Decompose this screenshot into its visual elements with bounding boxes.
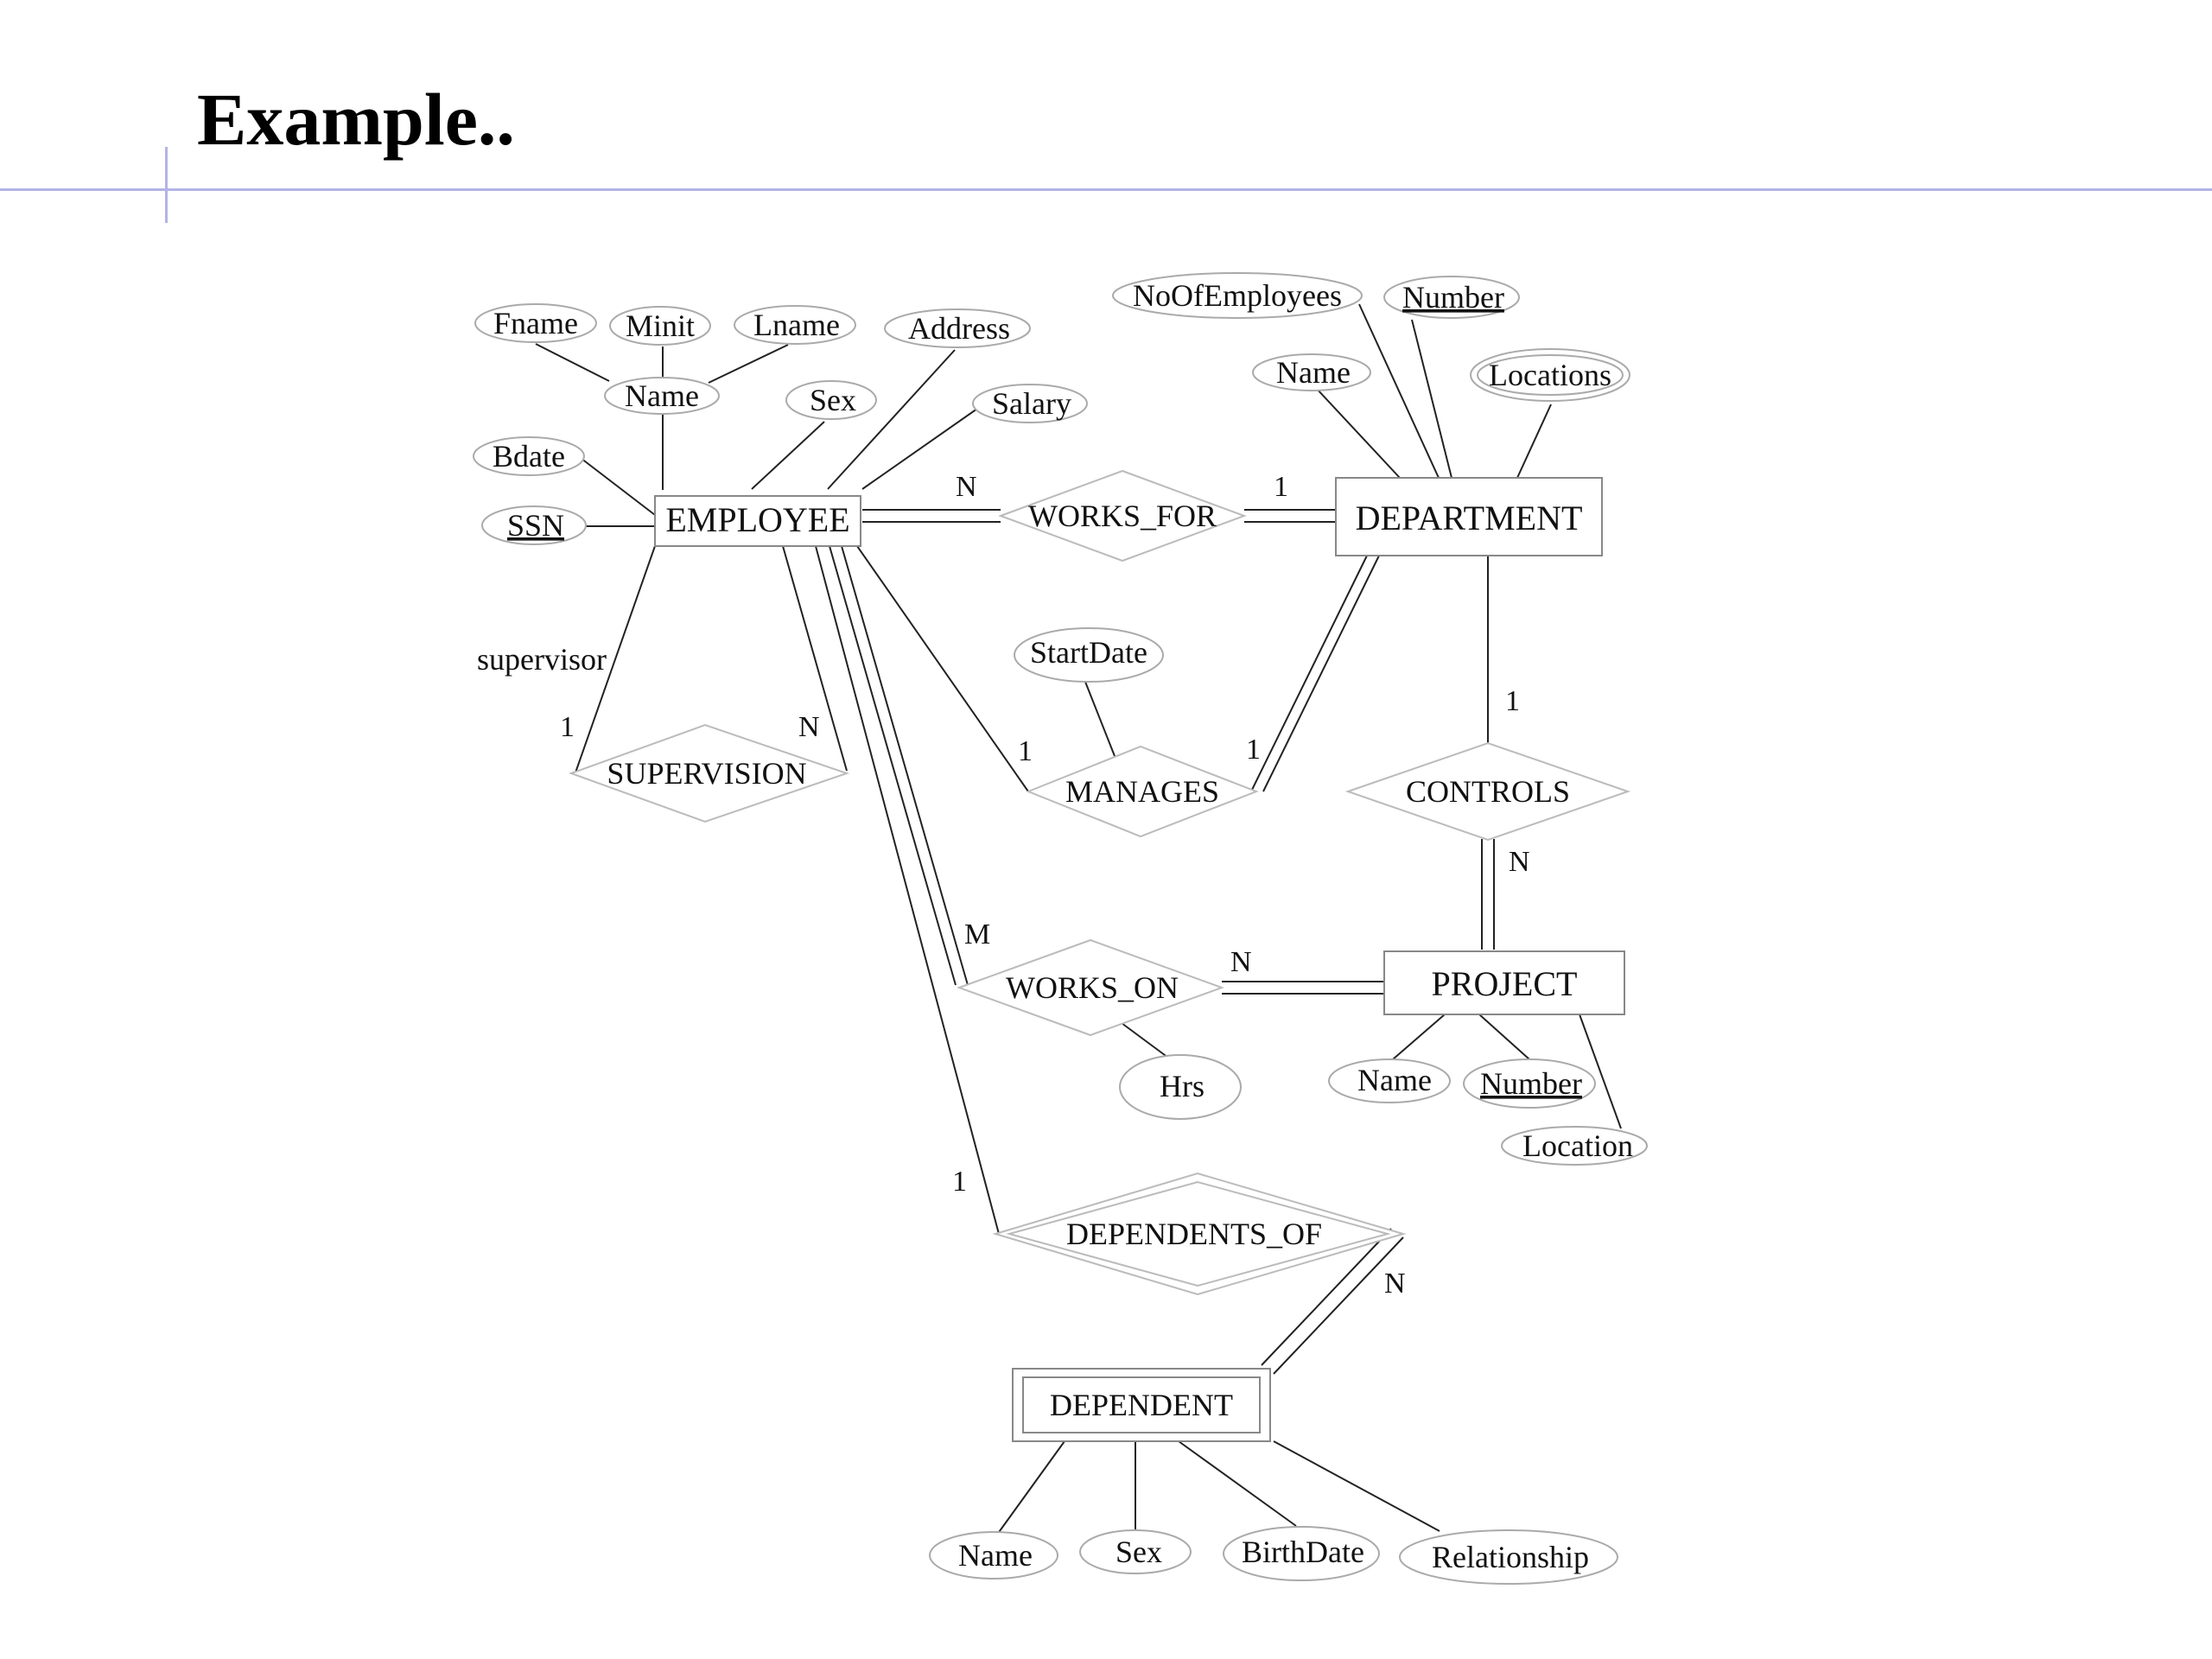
svg-text:SUPERVISION: SUPERVISION	[607, 756, 806, 791]
attribute-relationship: Relationship	[1399, 1529, 1618, 1585]
svg-text:PROJECT: PROJECT	[1432, 964, 1578, 1003]
attribute-hrs: Hrs	[1119, 1054, 1242, 1120]
attribute-bdate: Bdate	[473, 436, 585, 476]
title-rule-horizontal	[0, 188, 2212, 191]
svg-text:MANAGES: MANAGES	[1065, 774, 1219, 809]
cardinality-manages-department: 1	[1246, 734, 1261, 766]
entity-department: DEPARTMENT	[1335, 477, 1603, 556]
svg-text:SSN: SSN	[507, 508, 564, 543]
cardinality-controls-department: 1	[1505, 685, 1520, 717]
svg-text:Relationship: Relationship	[1432, 1540, 1589, 1574]
entity-employee: EMPLOYEE	[654, 495, 861, 547]
slide-title: Example..	[197, 78, 515, 161]
cardinality-works-on-employee: M	[964, 918, 990, 950]
attribute-ssn: SSN	[481, 505, 587, 545]
svg-text:Minit: Minit	[626, 308, 695, 343]
svg-text:WORKS_ON: WORKS_ON	[1006, 970, 1179, 1005]
svg-text:Salary: Salary	[992, 386, 1071, 421]
relationship-dependents-of: DEPENDENTS_OF	[992, 1172, 1407, 1296]
cardinality-works-for-department: 1	[1274, 471, 1288, 503]
svg-text:Bdate: Bdate	[493, 439, 565, 474]
role-label-supervisor: supervisor	[477, 642, 607, 677]
svg-text:WORKS_FOR: WORKS_FOR	[1028, 499, 1217, 533]
cardinality-dependents-of-employee: 1	[952, 1166, 967, 1198]
svg-text:Fname: Fname	[493, 306, 578, 340]
svg-text:Name: Name	[1276, 355, 1351, 390]
svg-text:NoOfEmployees: NoOfEmployees	[1133, 278, 1342, 313]
svg-text:EMPLOYEE: EMPLOYEE	[665, 500, 849, 539]
attribute-employee-sex: Sex	[785, 380, 877, 420]
attribute-project-location: Location	[1501, 1126, 1648, 1166]
svg-text:DEPENDENT: DEPENDENT	[1050, 1388, 1233, 1422]
attribute-locations: Locations	[1470, 348, 1630, 402]
attribute-project-name: Name	[1328, 1058, 1451, 1103]
attribute-lname: Lname	[734, 305, 856, 345]
svg-text:BirthDate: BirthDate	[1242, 1535, 1364, 1569]
svg-text:Locations: Locations	[1489, 358, 1611, 392]
attribute-minit: Minit	[609, 306, 711, 346]
svg-text:DEPENDENTS_OF: DEPENDENTS_OF	[1066, 1217, 1322, 1251]
attribute-department-number: Number	[1383, 276, 1520, 319]
entity-dependent: DEPENDENT	[1012, 1368, 1271, 1442]
relationship-manages: MANAGES	[1026, 745, 1259, 838]
svg-text:Name: Name	[625, 378, 699, 413]
svg-text:Address: Address	[908, 311, 1010, 346]
svg-text:Number: Number	[1480, 1066, 1582, 1101]
svg-text:StartDate: StartDate	[1030, 635, 1147, 670]
svg-text:CONTROLS: CONTROLS	[1406, 774, 1570, 809]
cardinality-works-on-project: N	[1230, 946, 1252, 978]
svg-text:Name: Name	[1357, 1063, 1432, 1097]
attribute-project-number: Number	[1463, 1058, 1596, 1109]
svg-text:DEPARTMENT: DEPARTMENT	[1356, 499, 1583, 537]
svg-text:Hrs: Hrs	[1160, 1069, 1205, 1103]
relationship-supervision: SUPERVISION	[569, 723, 850, 823]
attribute-department-name: Name	[1252, 353, 1371, 391]
attribute-startdate: StartDate	[1014, 627, 1164, 683]
attribute-noofemployees: NoOfEmployees	[1112, 272, 1363, 319]
svg-text:Lname: Lname	[753, 308, 840, 342]
cardinality-supervision-supervisor: 1	[560, 711, 575, 743]
attribute-address: Address	[884, 308, 1031, 348]
attribute-dependent-sex: Sex	[1079, 1529, 1192, 1574]
relationship-works-for: WORKS_FOR	[998, 469, 1247, 563]
svg-text:Sex: Sex	[1116, 1535, 1162, 1569]
svg-text:Location: Location	[1522, 1128, 1633, 1163]
attribute-salary: Salary	[972, 384, 1088, 423]
attribute-fname: Fname	[474, 303, 597, 343]
cardinality-controls-project: N	[1509, 846, 1530, 878]
attribute-birthdate: BirthDate	[1223, 1526, 1380, 1581]
svg-text:Number: Number	[1402, 280, 1504, 315]
attribute-dependent-name: Name	[929, 1531, 1058, 1580]
relationship-controls: CONTROLS	[1344, 741, 1631, 842]
cardinality-dependents-of-dependent: N	[1384, 1268, 1406, 1300]
svg-text:Name: Name	[958, 1538, 1033, 1573]
cardinality-works-for-employee: N	[956, 471, 977, 503]
cardinality-supervision-supervisee: N	[798, 711, 820, 743]
cardinality-manages-employee: 1	[1018, 735, 1033, 767]
svg-text:Sex: Sex	[810, 383, 856, 417]
title-rule-vertical	[165, 147, 168, 223]
entity-project: PROJECT	[1383, 950, 1625, 1015]
relationship-works-on: WORKS_ON	[957, 938, 1224, 1037]
attribute-employee-name: Name	[604, 377, 720, 415]
connectors	[535, 303, 1622, 1535]
